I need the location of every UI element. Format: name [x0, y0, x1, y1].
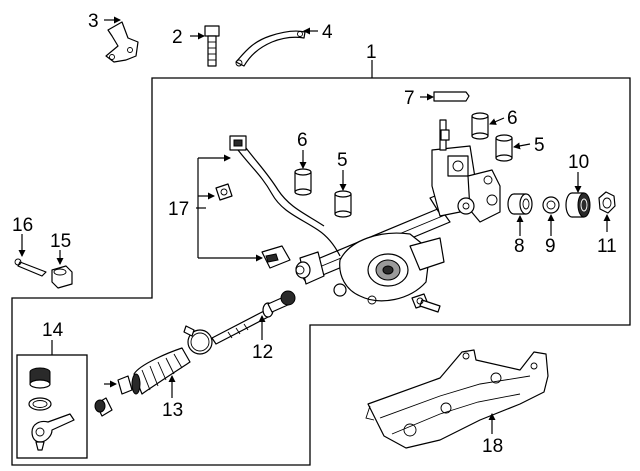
callout-8: 8	[514, 236, 525, 257]
part-18-skid-plate[interactable]	[365, 349, 549, 449]
callout-12: 12	[252, 342, 273, 363]
callout-9: 9	[545, 236, 556, 257]
callout-numbers: 1 2 3 4 7 6 5 6 5 10 8 9 11 17 16 15 14 …	[12, 11, 617, 457]
callout-15: 15	[50, 231, 71, 252]
part-4-strap[interactable]	[235, 30, 306, 67]
callout-6-left: 6	[297, 130, 308, 151]
callout-4: 4	[322, 22, 333, 43]
part-10-isolator[interactable]	[565, 192, 591, 218]
part-6-bushing-left[interactable]	[294, 168, 312, 196]
part-clamp[interactable]	[183, 325, 213, 355]
part-7-label[interactable]	[433, 91, 470, 102]
callout-5-upper: 5	[534, 135, 545, 156]
callout-17: 17	[168, 199, 189, 220]
part-14-boot[interactable]	[29, 367, 51, 389]
part-8-bushing[interactable]	[507, 193, 533, 215]
part-17-wiring-harness[interactable]	[215, 135, 341, 269]
callout-5-left: 5	[337, 150, 348, 171]
part-5-bushing-upper[interactable]	[495, 134, 513, 162]
part-11-nut[interactable]	[598, 191, 616, 214]
part-bolt-lower[interactable]	[411, 293, 441, 313]
kit-box-14	[16, 354, 88, 459]
callout-16: 16	[12, 215, 33, 236]
callout-6-upper: 6	[507, 108, 518, 129]
callout-11: 11	[597, 236, 617, 257]
callout-13: 13	[162, 400, 183, 421]
part-14-tie-rod-end[interactable]	[31, 413, 75, 451]
callout-7: 7	[404, 88, 415, 109]
part-15-nut[interactable]	[51, 265, 73, 289]
part-2-bolt[interactable]	[204, 25, 220, 67]
callout-3: 3	[88, 11, 99, 32]
part-13-bellows-boot[interactable]	[94, 347, 191, 417]
callout-14: 14	[42, 320, 64, 341]
callout-2: 2	[172, 27, 183, 48]
part-5-bushing-left[interactable]	[334, 190, 352, 218]
part-12-inner-tie-rod[interactable]	[211, 290, 296, 345]
part-6-bushing-upper[interactable]	[471, 112, 489, 140]
part-16-cotter-pin[interactable]	[14, 258, 47, 277]
part-14-ring[interactable]	[28, 397, 52, 411]
part-3-bracket[interactable]	[105, 21, 139, 63]
callout-18: 18	[482, 436, 503, 457]
assembly-outline	[11, 77, 631, 466]
part-9-washer[interactable]	[542, 196, 560, 214]
part-1-steering-gear[interactable]	[295, 119, 501, 305]
callout-1: 1	[366, 42, 377, 63]
callout-10: 10	[568, 152, 589, 173]
leader-lines	[18, 16, 611, 434]
